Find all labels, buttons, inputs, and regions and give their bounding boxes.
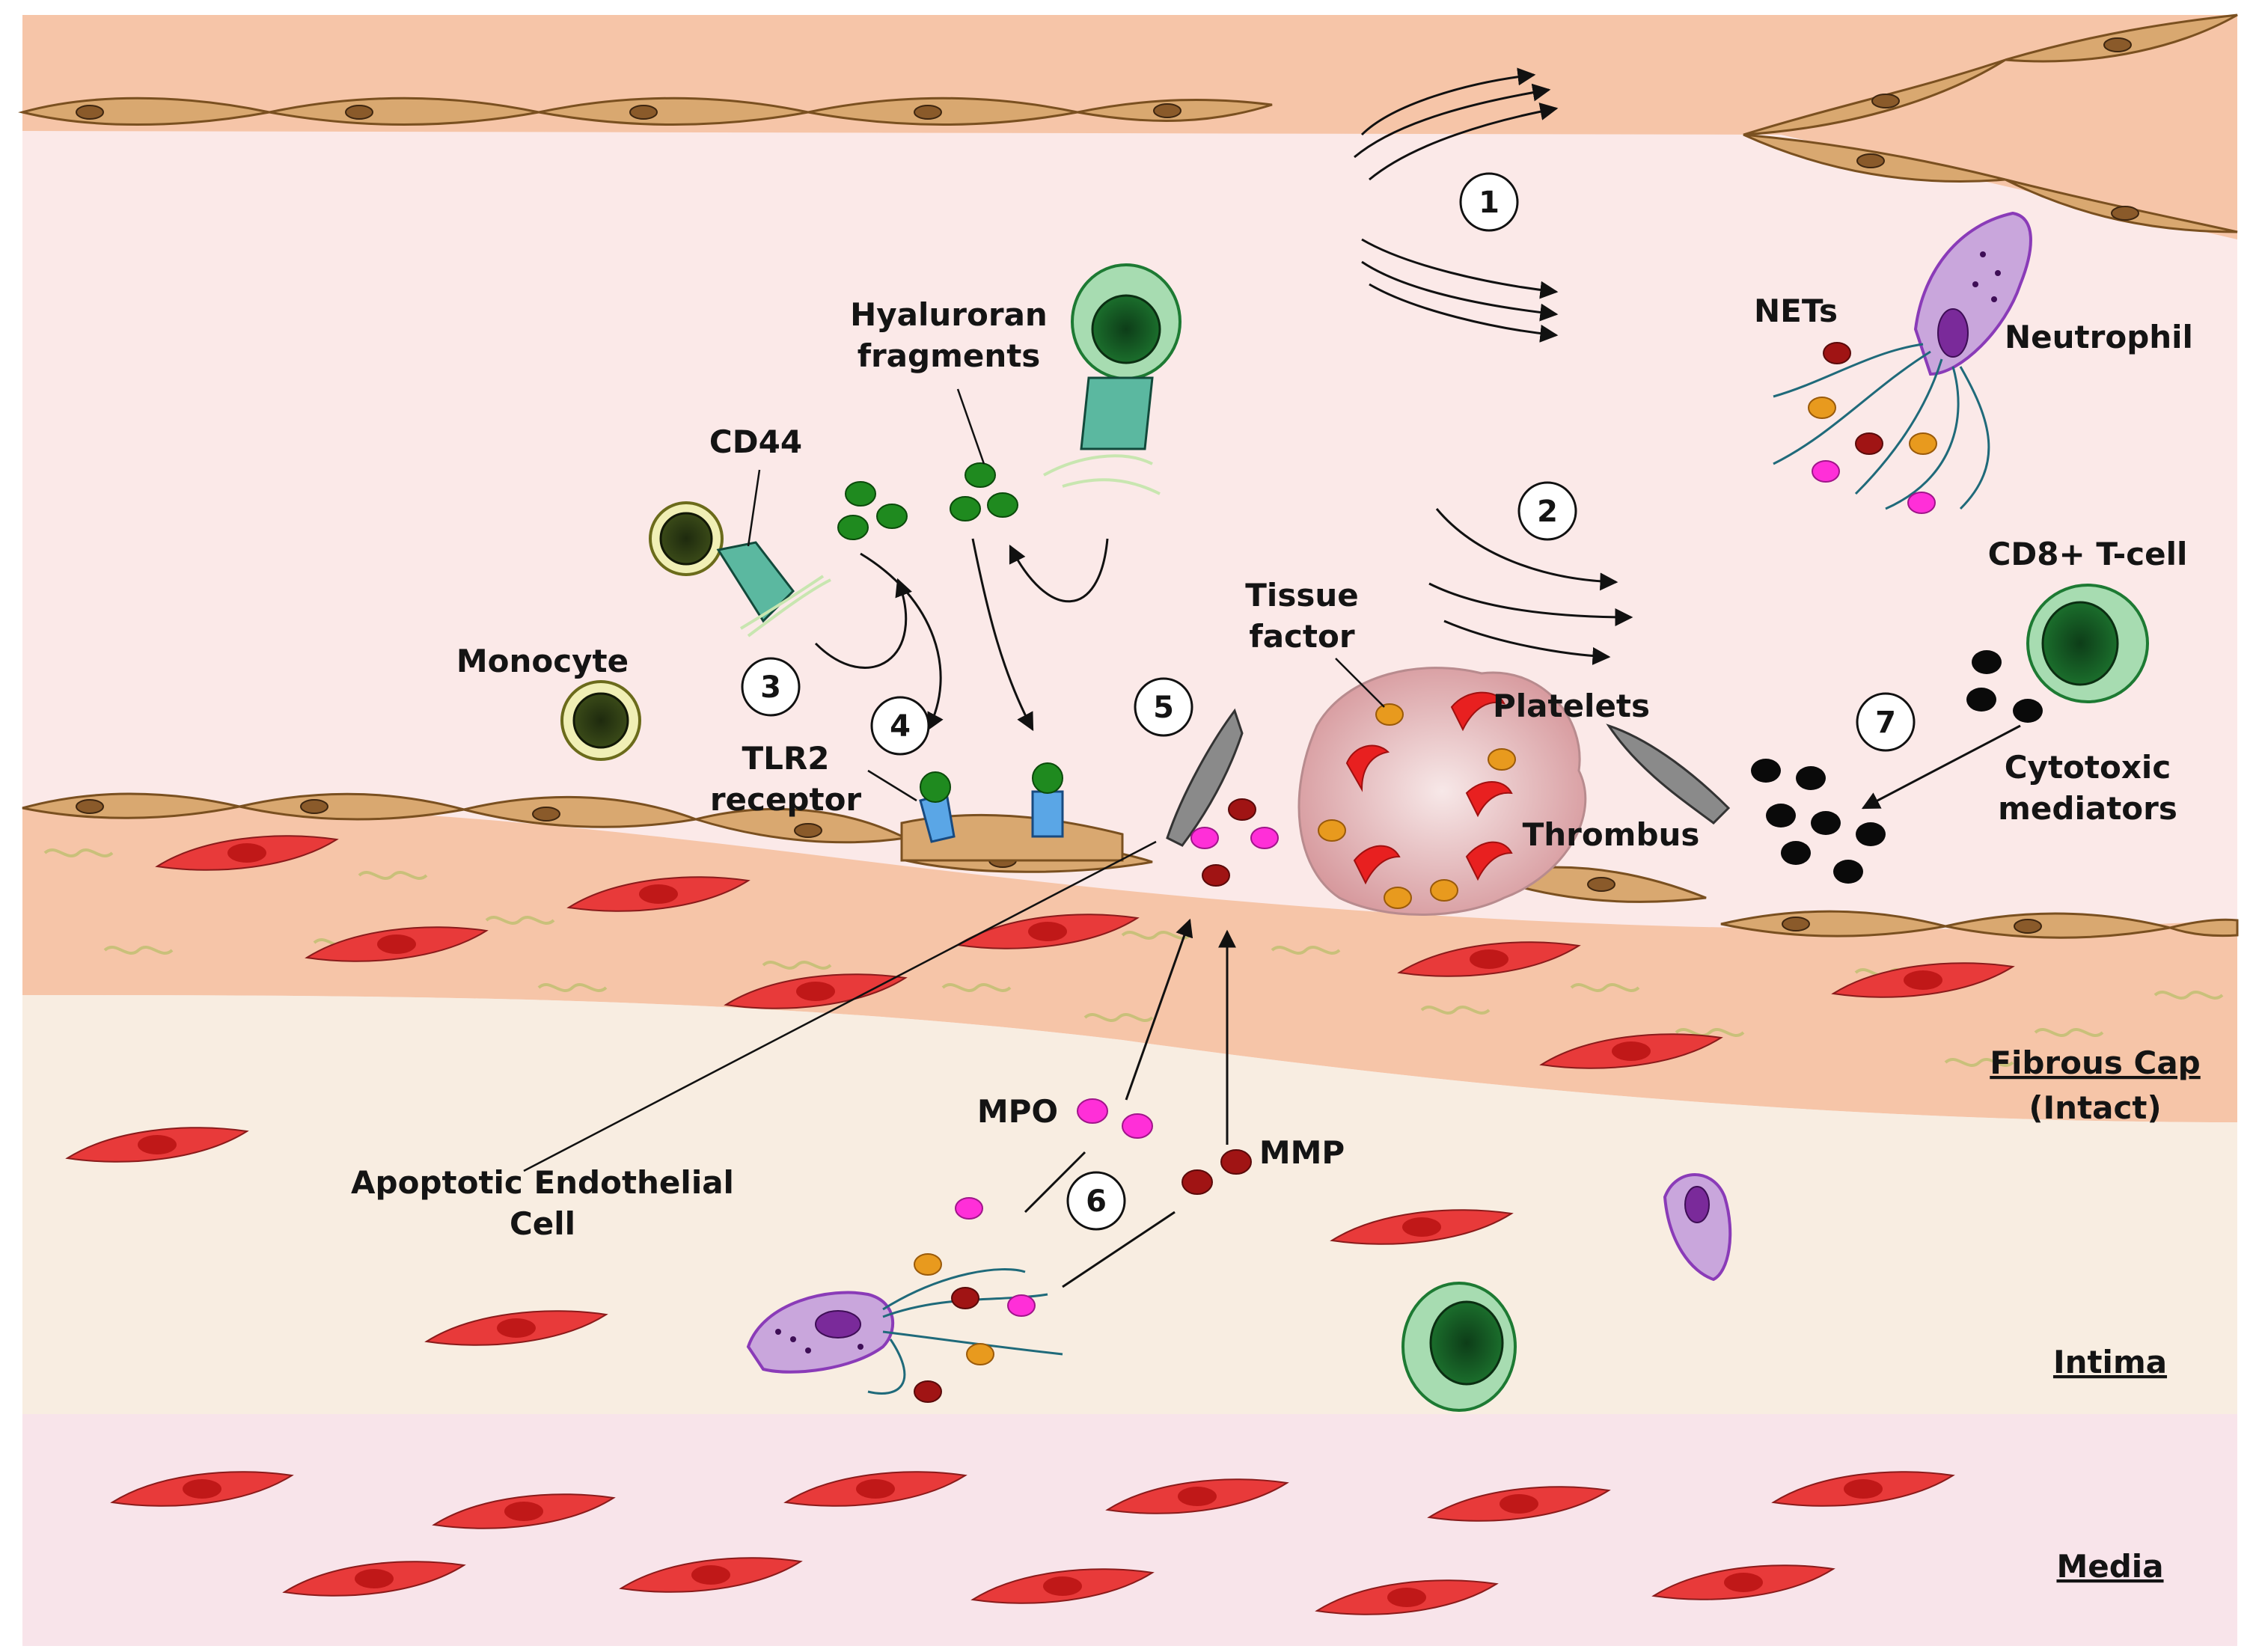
cd8-t-cell: [2026, 584, 2149, 703]
cytotoxic-mediators: [1751, 650, 2043, 884]
monocyte-cd44: [649, 501, 831, 637]
step-6: 6: [1066, 1171, 1126, 1231]
mmp-label: MMP: [1259, 1134, 1345, 1171]
mpo-dots: [1077, 1098, 1153, 1139]
mpo-dots-upper: [1190, 827, 1279, 849]
fibrous-cap-label: Fibrous Cap: [1990, 1044, 2200, 1081]
cytotoxic-label-line2: mediators: [1998, 790, 2177, 827]
step-7: 7: [1856, 692, 1916, 752]
monocyte-cell: [560, 680, 641, 761]
step-7-number: 7: [1875, 706, 1896, 740]
step-2: 2: [1517, 481, 1577, 541]
platelets-label: Platelets: [1493, 688, 1650, 724]
hyaluronan-label-line2: fragments: [858, 337, 1041, 374]
intima-layer: [22, 995, 2237, 1414]
cd8-label: CD8+ T-cell: [1988, 536, 2188, 572]
upper-endothelium-nuclei: [76, 37, 2139, 221]
step-4: 4: [870, 696, 930, 756]
step-1: 1: [1459, 172, 1519, 232]
step-3-number: 3: [760, 670, 781, 705]
flow-arrows-1: [1354, 67, 1559, 343]
mmp-dots-upper: [1202, 798, 1256, 887]
labels: Hyaluroran fragments CD44 Monocyte TLR2 …: [351, 293, 2193, 1242]
upper-wall: [22, 15, 2237, 239]
nets-intima-dots: [914, 1197, 1036, 1403]
step-5-number: 5: [1153, 691, 1174, 725]
neutrophil-label: Neutrophil: [2005, 319, 2193, 355]
hyaluronan-arrows: [814, 538, 1109, 732]
tlr2-label-line1: TLR2: [742, 740, 830, 777]
tissue-factor-label-line1: Tissue: [1245, 577, 1358, 614]
tlr2-receptors: [900, 762, 1124, 862]
t-cell-top: [1043, 263, 1182, 495]
t-cell-intima: [1401, 1282, 1517, 1412]
leader-lines: [523, 388, 1385, 1172]
platelets: [1345, 691, 1513, 885]
step-circles: 1 2 3 4 5 6 7: [741, 172, 1916, 1231]
neutrophil-lumen: [1773, 211, 2032, 510]
cd44-label: CD44: [709, 423, 802, 460]
nets-lumen-dots: [1808, 342, 1937, 514]
step6-arrows: [1024, 918, 1236, 1288]
cytotoxic-label-line1: Cytotoxic: [2005, 749, 2171, 786]
hyaluronan-fragments: [837, 462, 1018, 540]
step-4-number: 4: [890, 709, 911, 744]
apoptotic-label-line2: Cell: [510, 1205, 575, 1242]
apoptotic-label-line1: Apoptotic Endothelial: [351, 1164, 734, 1201]
mpo-label: MPO: [977, 1093, 1058, 1130]
step-5: 5: [1134, 677, 1193, 737]
monocyte-label: Monocyte: [456, 643, 629, 679]
media-label: Media: [2056, 1548, 2163, 1585]
flow-arrows-2: [1428, 508, 1633, 665]
neutrophil-intima-right: [1663, 1173, 1732, 1282]
layer-labels: Fibrous Cap (Intact) Intima Media: [1990, 1044, 2200, 1585]
apoptotic-endothelial-cell: [1166, 708, 1731, 847]
tlr2-label-line2: receptor: [710, 781, 862, 818]
tissue-factor-dots: [1318, 703, 1516, 909]
step-2-number: 2: [1537, 495, 1558, 529]
intima-label: Intima: [2053, 1344, 2167, 1380]
hyaluronan-label-line1: Hyaluroran: [850, 296, 1048, 333]
media-layer: [22, 1414, 2237, 1646]
cytotoxic-arrow: [1861, 724, 2021, 810]
fibrous-cap-sublabel: (Intact): [2029, 1089, 2161, 1126]
tissue-factor-label-line2: factor: [1249, 618, 1354, 655]
thrombus-label: Thrombus: [1523, 816, 1700, 853]
mmp-dots: [1182, 1149, 1252, 1195]
step-6-number: 6: [1086, 1184, 1107, 1219]
step-1-number: 1: [1479, 186, 1500, 220]
nets-label: NETs: [1754, 293, 1838, 329]
step-3: 3: [741, 657, 801, 717]
